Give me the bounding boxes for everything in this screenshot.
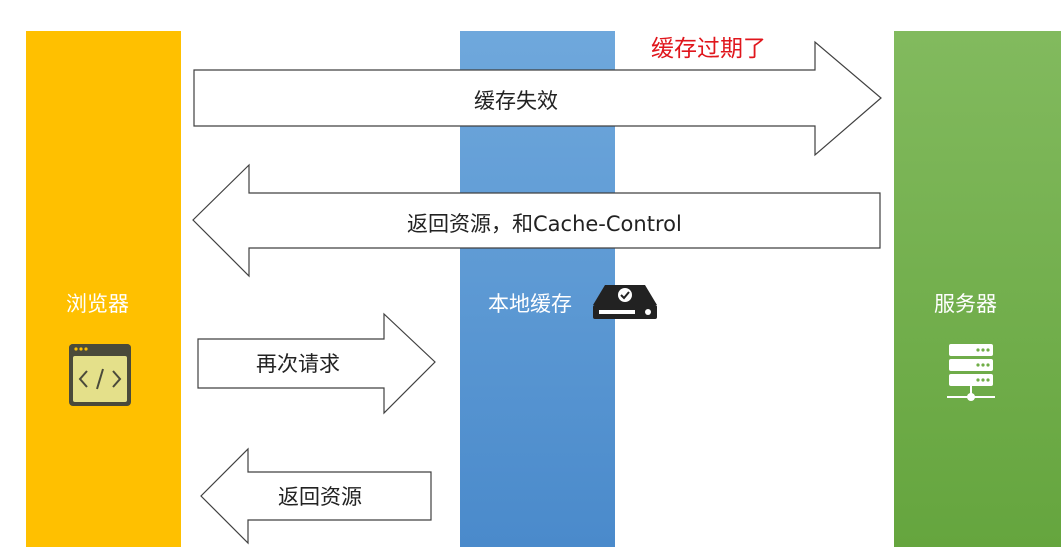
return-resource-cache-control-label: 返回资源，和Cache-Control xyxy=(407,212,682,236)
request-again-arrow xyxy=(197,312,436,415)
local-cache-label: 本地缓存 xyxy=(488,292,572,316)
browser-code-icon xyxy=(69,344,131,406)
browser-label: 浏览器 xyxy=(66,292,129,316)
cache-invalid-arrow xyxy=(193,40,882,157)
cache-expired-note: 缓存过期了 xyxy=(651,36,766,62)
return-resource-arrow xyxy=(200,447,432,545)
server-label: 服务器 xyxy=(934,292,997,316)
server-rack-icon xyxy=(947,344,995,401)
hard-disk-icon xyxy=(593,285,657,319)
return-resource-label: 返回资源 xyxy=(278,485,362,509)
cache-invalid-label: 缓存失效 xyxy=(474,89,558,113)
browser-column xyxy=(26,31,181,547)
server-column xyxy=(894,31,1061,547)
request-again-label: 再次请求 xyxy=(256,352,340,376)
return-resource-cache-control-arrow xyxy=(192,163,881,278)
